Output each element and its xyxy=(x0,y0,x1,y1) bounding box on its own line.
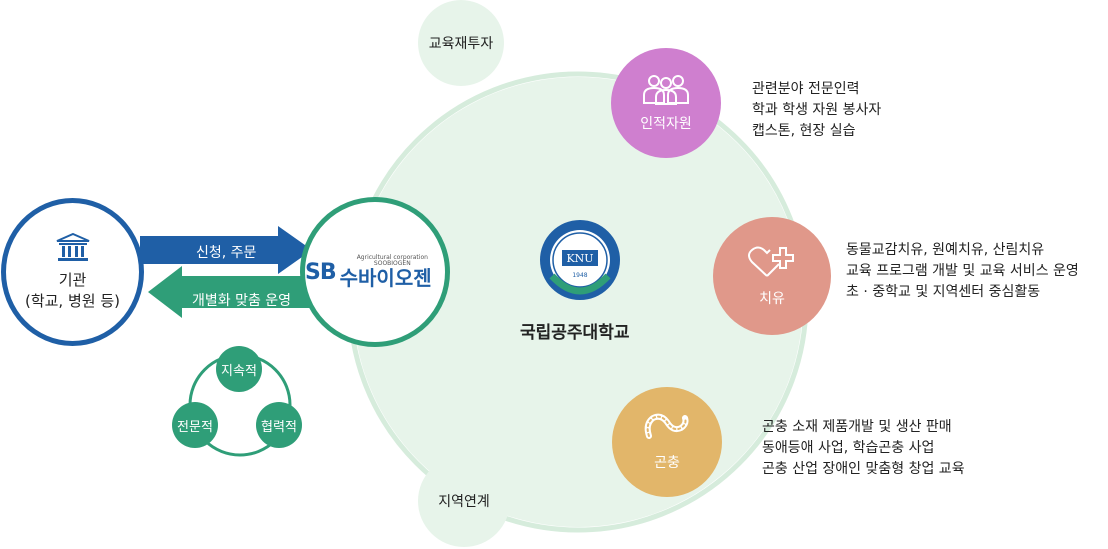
human-resources-desc: 관련분야 전문인력 학과 학생 자원 봉사자 캡스톤, 현장 실습 xyxy=(752,79,881,142)
arrow-right-request xyxy=(140,226,312,274)
bubble-regional-link-label: 지역연계 xyxy=(438,494,490,510)
arrows-group xyxy=(140,226,318,318)
node-healing-label: 치유 xyxy=(759,291,785,307)
triad-professional-label: 전문적 xyxy=(177,419,213,435)
bubble-education-reinvestment: 교육재투자 xyxy=(418,0,504,86)
institution-label-line1: 기관 xyxy=(58,271,87,289)
company-node: SB Agricultural corporation SOOBIOGEN 수바… xyxy=(300,197,450,347)
desc-line: 학과 학생 자원 봉사자 xyxy=(752,102,882,118)
node-human-resources: 인적자원 xyxy=(611,48,721,158)
bubble-regional-link: 지역연계 xyxy=(418,455,510,547)
institution-node: 기관 (학교, 병원 등) xyxy=(1,198,144,346)
desc-line: 관련분야 전문인력 xyxy=(752,81,860,97)
node-healing: 치유 xyxy=(713,217,831,335)
desc-line: 초 · 중학교 및 지역센터 중심활동 xyxy=(846,284,1041,300)
desc-line: 동애등애 사업, 학습곤충 사업 xyxy=(762,440,935,456)
insects-desc: 곤충 소재 제품개발 및 생산 판매 동애등애 사업, 학습곤충 사업 곤충 산… xyxy=(762,417,965,480)
desc-line: 곤충 소재 제품개발 및 생산 판매 xyxy=(762,419,952,435)
triad-professional: 전문적 xyxy=(172,402,218,448)
desc-line: 곤충 산업 장애인 맞춤형 창업 교육 xyxy=(762,461,965,477)
seal-year-text: 1948 xyxy=(572,272,587,279)
desc-line: 캡스톤, 현장 실습 xyxy=(752,123,856,139)
company-name: 수바이오젠 xyxy=(339,266,432,290)
triad-cooperative: 협력적 xyxy=(256,402,302,448)
people-icon xyxy=(643,75,689,105)
company-mark: SB xyxy=(305,259,337,285)
institution-building-icon xyxy=(56,233,89,261)
company-subtitle: Agricultural corporation SOOBIOGEN xyxy=(356,254,428,267)
bubble-education-reinvestment-label: 교육재투자 xyxy=(428,36,494,52)
node-insects: 곤충 xyxy=(612,387,722,497)
triad-sustained: 지속적 xyxy=(216,346,262,392)
heart-plus-icon xyxy=(748,246,794,277)
larva-icon xyxy=(644,413,689,439)
triad-sustained-label: 지속적 xyxy=(221,363,257,379)
arrow-right-label: 신청, 주문 xyxy=(196,245,257,261)
institution-label-line2: (학교, 병원 등) xyxy=(24,292,120,310)
university-seal: KNU 1948 xyxy=(538,218,628,308)
triad-cooperative-label: 협력적 xyxy=(261,419,297,435)
desc-line: 동물교감치유, 원예치유, 산림치유 xyxy=(846,242,1045,258)
healing-desc: 동물교감치유, 원예치유, 산림치유 교육 프로그램 개발 및 교육 서비스 운… xyxy=(846,240,1079,303)
desc-line: 교육 프로그램 개발 및 교육 서비스 운영 xyxy=(846,263,1079,279)
university-name: 국립공주대학교 xyxy=(520,323,630,343)
arrow-left-custom xyxy=(148,266,318,318)
company-logo: SB Agricultural corporation SOOBIOGEN 수바… xyxy=(305,254,445,290)
seal-mark-text: KNU xyxy=(566,252,593,265)
node-insects-label: 곤충 xyxy=(654,455,680,471)
university-seal-emblem: KNU 1948 xyxy=(540,220,620,300)
arrow-left-label: 개별화 맞춤 운영 xyxy=(192,293,292,309)
node-human-resources-label: 인적자원 xyxy=(640,116,692,132)
